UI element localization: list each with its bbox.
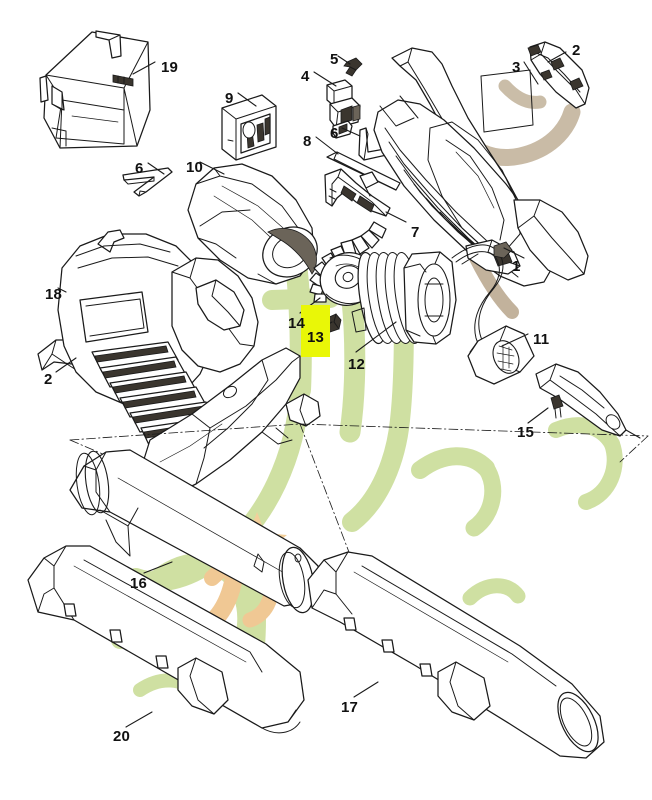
- part-11-battery-pack: [451, 241, 535, 385]
- callout-fan-shroud-cover[interactable]: 10: [186, 159, 204, 176]
- callout-upper-cover-trim[interactable]: 2: [572, 42, 581, 59]
- callout-motor-stator-coil[interactable]: 12: [348, 356, 366, 373]
- part-20-blower-tube-lower: [27, 545, 305, 734]
- selected-part-highlight[interactable]: [301, 305, 330, 357]
- charger-contacts: [112, 74, 134, 87]
- callout-blower-tube-nozzle[interactable]: 17: [341, 699, 359, 716]
- part-4-switch-assembly: [326, 79, 361, 139]
- part-9-control-module: [221, 94, 277, 161]
- callout-label-plate[interactable]: 3: [512, 59, 521, 76]
- blower-main-body: [57, 229, 321, 499]
- callout-blower-tube-lower[interactable]: 20: [113, 728, 131, 745]
- callout-wire-clip-b[interactable]: 6: [330, 125, 339, 142]
- callout-charger-unit[interactable]: 15: [517, 424, 535, 441]
- callout-blower-tube-upper[interactable]: 16: [130, 575, 148, 592]
- callout-lower-cover-trim[interactable]: 2: [44, 371, 53, 388]
- callout-main-housing-right-half[interactable]: 1: [512, 258, 521, 275]
- part-19-battery-charger-base: [39, 30, 151, 149]
- part-7-trigger-bracket: [324, 168, 391, 217]
- part-17-blower-tube-nozzle: [307, 551, 605, 759]
- callout-wire-clip-a[interactable]: 6: [135, 160, 144, 177]
- part-5-switch-lever: [343, 57, 363, 77]
- part-6a-wire-clip: [122, 167, 173, 197]
- callout-screw[interactable]: 18: [45, 286, 63, 303]
- callout-battery-pack[interactable]: 11: [533, 331, 550, 348]
- callout-harness-strap[interactable]: 8: [303, 133, 312, 150]
- callout-impeller-nut[interactable]: 13: [307, 329, 325, 346]
- part-1-main-housing: [359, 47, 589, 287]
- part-12-motor-stator-coil: [351, 251, 457, 345]
- leader-lines: [55, 51, 567, 728]
- part-3-label-plate: [480, 69, 534, 133]
- callout-switch-lever[interactable]: 5: [330, 51, 339, 68]
- part-15-charger-unit: [535, 363, 641, 439]
- callout-trigger-bracket[interactable]: 7: [411, 224, 420, 241]
- callout-switch-assembly[interactable]: 4: [301, 68, 310, 85]
- part-10-fan-shroud-cover: [187, 163, 318, 285]
- callout-impeller-fan[interactable]: 14: [288, 315, 306, 332]
- callout-battery-charger-base[interactable]: 19: [161, 59, 179, 76]
- part-2a-upper-cover-trim: [527, 41, 590, 109]
- callout-control-module[interactable]: 9: [225, 90, 234, 107]
- part-16-blower-tube-upper: [69, 449, 321, 614]
